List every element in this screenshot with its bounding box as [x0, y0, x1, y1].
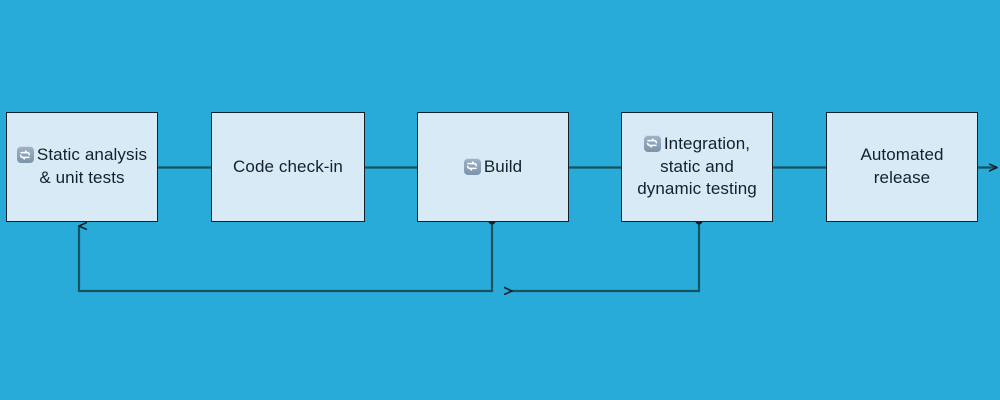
node-static-analysis-unit-tests-text: Static analysis & unit tests [36, 145, 148, 187]
node-static-analysis-unit-tests[interactable]: Static analysis & unit tests [6, 112, 158, 222]
loop-repeat-icon [463, 157, 481, 175]
node-code-check-in[interactable]: Code check-in [211, 112, 365, 222]
feedback-build-to-static [77, 221, 494, 293]
node-integration-static-dynamic-testing[interactable]: Integration, static and dynamic testing [621, 112, 773, 222]
node-build-label: Build [456, 156, 530, 179]
node-build-text: Build [483, 156, 523, 176]
feedback-integration-to-build [512, 221, 701, 291]
node-code-check-in-label: Code check-in [233, 156, 343, 176]
loop-repeat-icon [643, 134, 661, 152]
node-integration-static-dynamic-testing-text: Integration, static and dynamic testing [637, 133, 757, 199]
node-integration-static-dynamic-testing-label: Integration, static and dynamic testing [622, 133, 772, 202]
loop-repeat-icon [16, 146, 34, 164]
node-static-analysis-unit-tests-label: Static analysis & unit tests [7, 144, 157, 190]
node-automated-release[interactable]: Automated release [826, 112, 978, 222]
node-build[interactable]: Build [417, 112, 569, 222]
node-automated-release-label: Automated release [860, 145, 944, 187]
